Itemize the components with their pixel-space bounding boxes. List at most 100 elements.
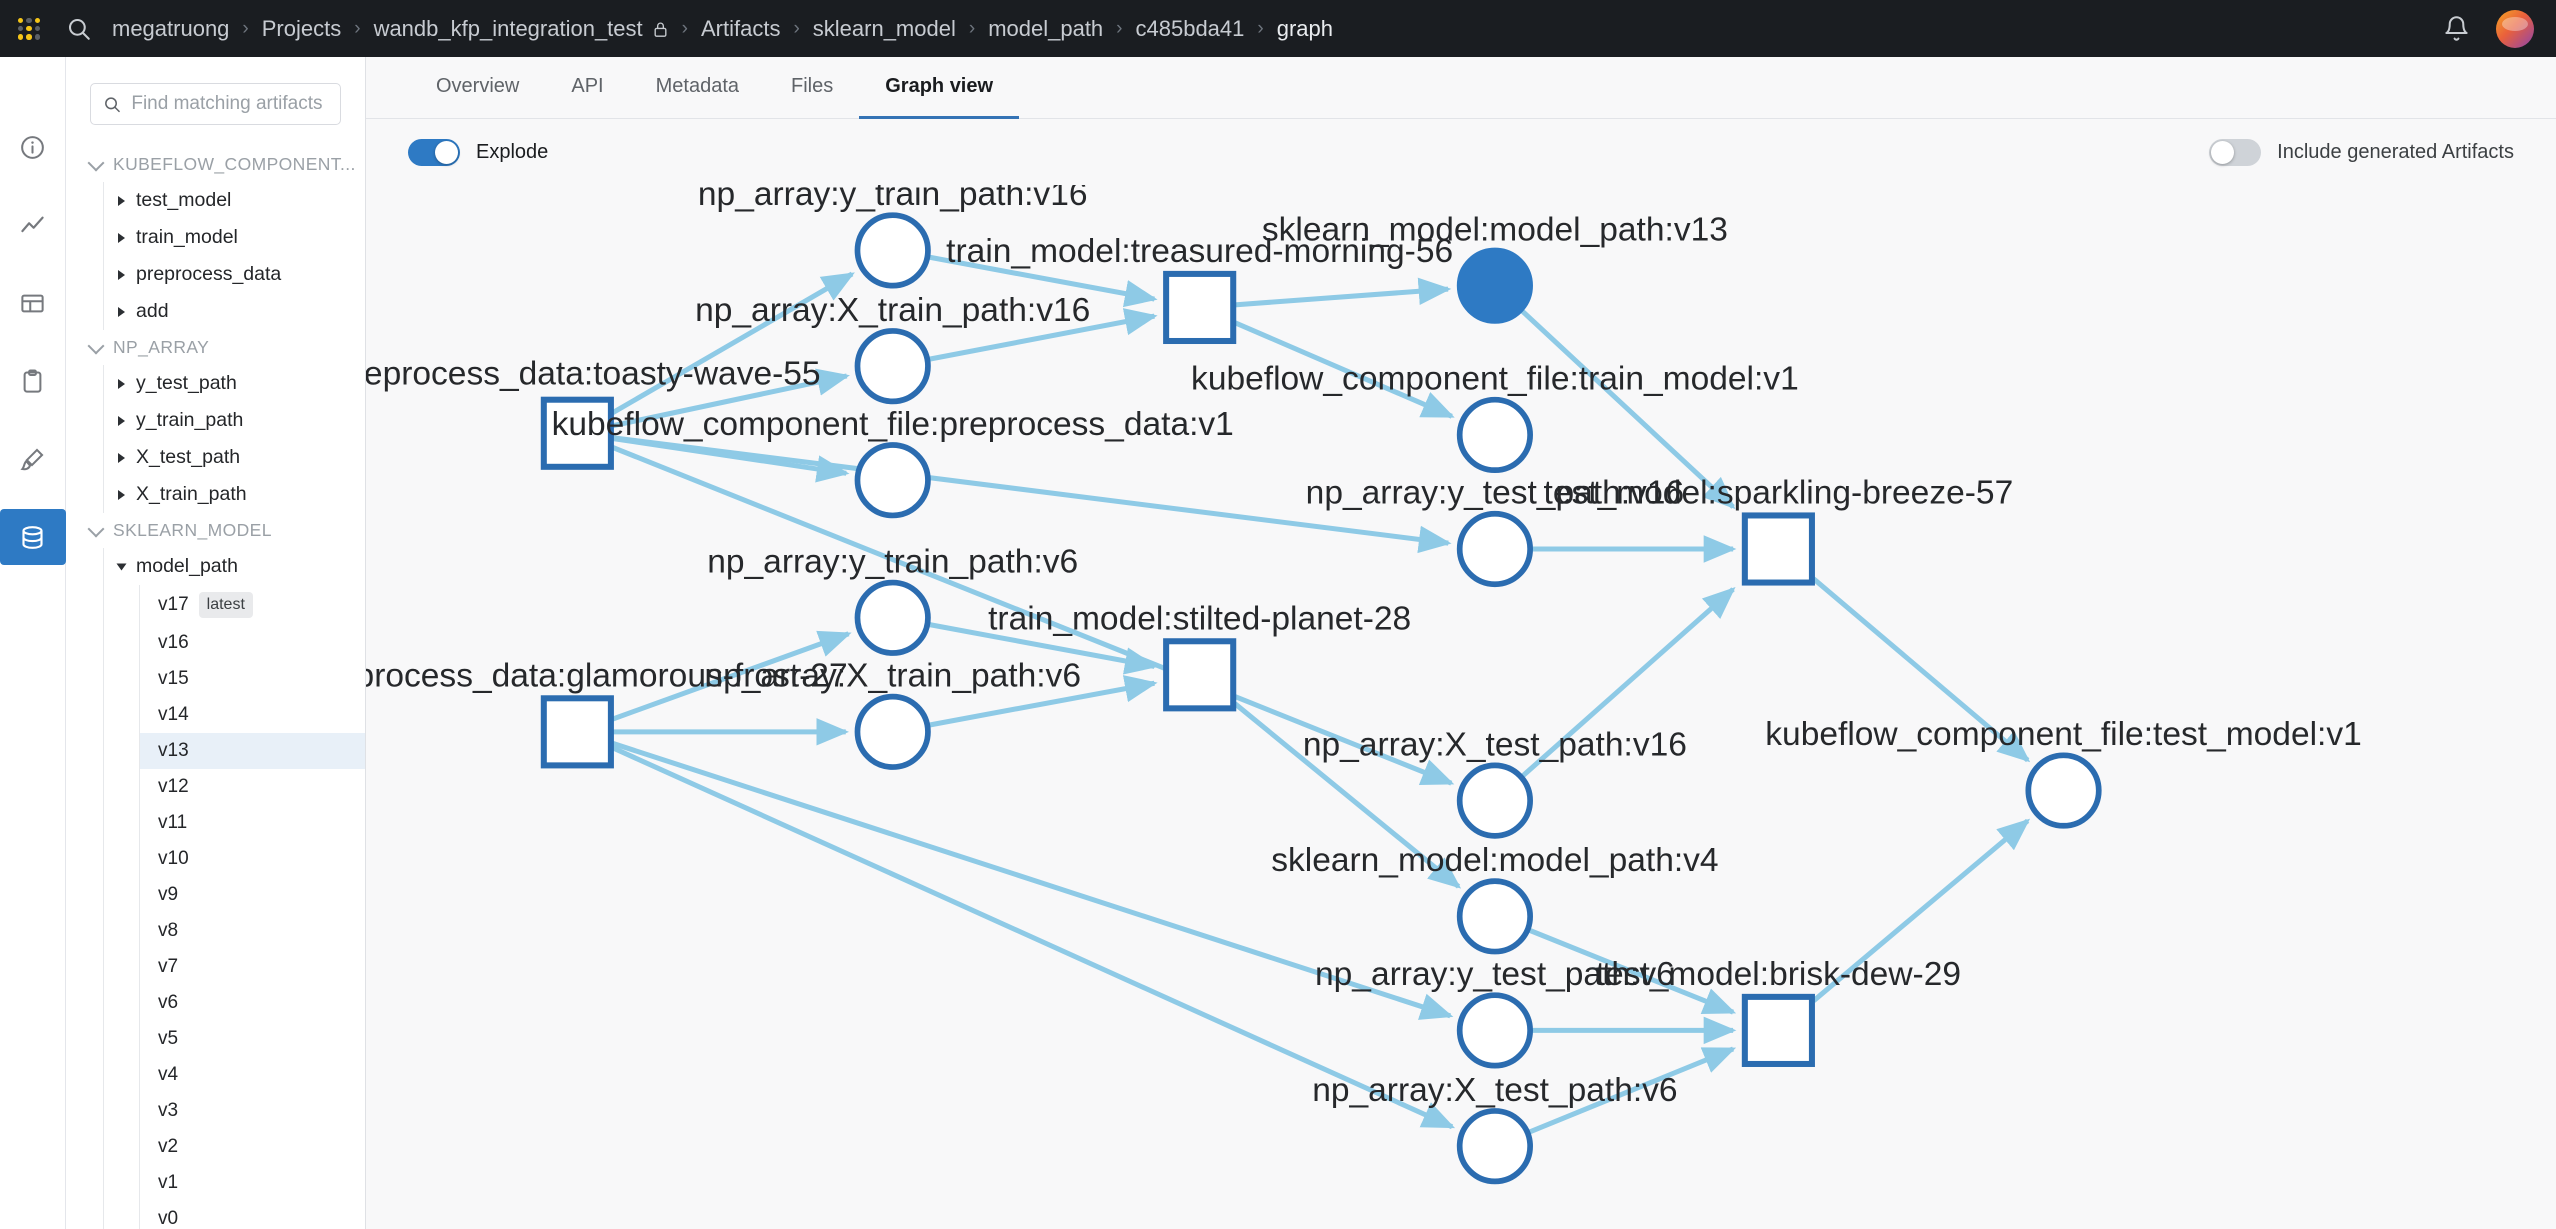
bell-icon[interactable] (2443, 15, 2470, 42)
version-item-v7[interactable]: v7 (140, 949, 365, 985)
tree-group-np-array[interactable]: NP_ARRAY (66, 330, 365, 365)
tree-item-y_test_path[interactable]: y_test_path (104, 365, 365, 402)
version-item-v4[interactable]: v4 (140, 1057, 365, 1093)
graph-node-np-array-y-test-path-v16[interactable] (1456, 510, 1533, 588)
graph-node-train-model-treasured-morning-56[interactable] (1163, 270, 1237, 345)
table-icon[interactable] (0, 281, 66, 325)
search-input[interactable] (131, 93, 328, 115)
tree-item-y_train_path[interactable]: y_train_path (104, 402, 365, 439)
version-label: v16 (158, 631, 189, 653)
graph-node-kubeflow-component-file-train-model-v1[interactable] (1456, 396, 1533, 474)
tree-item-X_train_path[interactable]: X_train_path (104, 476, 365, 513)
clipboard-icon[interactable] (0, 359, 66, 403)
app-body: KUBEFLOW_COMPONENT... test_model train_mod… (0, 57, 2556, 1229)
apps-grid-icon[interactable] (14, 14, 44, 44)
version-item-v11[interactable]: v11 (140, 805, 365, 841)
graph-edge (928, 622, 1158, 675)
explode-toggle-group[interactable]: Explode (408, 138, 548, 166)
breadcrumb-item-megatruong[interactable]: megatruong (112, 15, 230, 41)
version-item-v5[interactable]: v5 (140, 1021, 365, 1057)
tree-item-test_model[interactable]: test_model (104, 182, 365, 219)
version-item-v10[interactable]: v10 (140, 841, 365, 877)
graph-edge (1233, 701, 1462, 889)
caret-icon (118, 306, 125, 317)
caret-icon (118, 489, 125, 500)
search-artifacts-box[interactable] (90, 83, 341, 125)
tree-item-label: test_model (136, 189, 232, 211)
breadcrumb-separator: › (793, 17, 800, 39)
graph-node-np-array-x-test-path-v16[interactable] (1456, 762, 1533, 839)
graph-node-np-array-y-test-path-v6[interactable] (1456, 992, 1533, 1069)
breadcrumb-item-model-path[interactable]: model_path (988, 15, 1104, 41)
tree-group-label: SKLEARN_MODEL (113, 520, 272, 540)
graph-node-sklearn-model-model-path-v13[interactable] (1456, 247, 1533, 324)
breadcrumb-item-sklearn-model[interactable]: sklearn_model (812, 15, 956, 41)
graph-node-np-array-y-train-path-v16[interactable] (854, 212, 931, 289)
graph-node-train-model-stilted-planet-28[interactable] (1163, 638, 1237, 712)
breadcrumb-item-c485bda41[interactable]: c485bda41 (1135, 15, 1245, 41)
breadcrumb-item-projects[interactable]: Projects (261, 15, 342, 41)
include-generated-toggle[interactable] (2209, 138, 2262, 166)
breadcrumb-separator: › (242, 17, 249, 39)
brush-icon[interactable] (0, 437, 66, 481)
graph-node-preprocess-data-toasty-wave-55[interactable] (540, 396, 614, 470)
version-item-v12[interactable]: v12 (140, 769, 365, 805)
artifact-lineage-graph[interactable]: np_array:y_train_path:v16train_model:tre… (366, 185, 2556, 1225)
graph-edge (1520, 308, 1736, 510)
version-item-v15[interactable]: v15 (140, 661, 365, 697)
graph-node-label: np_array:y_test_path:v16 (1306, 475, 1684, 512)
breadcrumb-item-artifacts[interactable]: Artifacts (700, 15, 781, 41)
graph-edge (928, 675, 1158, 728)
version-item-v16[interactable]: v16 (140, 625, 365, 661)
graph-node-np-array-y-train-path-v6[interactable] (854, 579, 931, 656)
tree-group-sklearn-model[interactable]: SKLEARN_MODEL (66, 513, 365, 548)
graph-edge (1528, 1046, 1737, 1135)
version-item-v2[interactable]: v2 (140, 1129, 365, 1165)
search-icon[interactable] (66, 16, 92, 42)
graph-node-np-array-x-train-path-v6[interactable] (854, 693, 931, 770)
version-item-v1[interactable]: v1 (140, 1165, 365, 1201)
graph-node-kubeflow-component-file-preprocess-data-v1[interactable] (854, 442, 931, 519)
version-item-v14[interactable]: v14 (140, 697, 365, 733)
graph-node-test-model-sparkling-breeze-57[interactable] (1741, 512, 1815, 586)
tree-item-preprocess_data[interactable]: preprocess_data (104, 256, 365, 293)
tab-graph-view[interactable]: Graph view (859, 57, 1020, 119)
tree-group-kubeflow-component-[interactable]: KUBEFLOW_COMPONENT... (66, 147, 365, 182)
tree-item-train_model[interactable]: train_model (104, 219, 365, 256)
chart-line-icon[interactable] (0, 203, 66, 247)
tree-item-add[interactable]: add (104, 293, 365, 330)
graph-node-test-model-brisk-dew-29[interactable] (1741, 993, 1815, 1067)
version-label: v0 (158, 1207, 179, 1229)
breadcrumb-item-wandb-kfp-integration-test[interactable]: wandb_kfp_integration_test (374, 16, 669, 42)
version-item-v13[interactable]: v13 (140, 732, 365, 769)
graph-node-kubeflow-component-file-test-model-v1[interactable] (2025, 752, 2102, 829)
graph-node-np-array-x-train-path-v16[interactable] (854, 328, 931, 405)
tab-api[interactable]: API (571, 75, 604, 97)
version-item-v8[interactable]: v8 (140, 913, 365, 949)
tab-overview[interactable]: Overview (436, 75, 520, 97)
explode-toggle[interactable] (408, 138, 460, 166)
version-item-v9[interactable]: v9 (140, 877, 365, 913)
graph-node-preprocess-data-glamorous-frost-27[interactable] (540, 695, 614, 769)
tab-files[interactable]: Files (791, 75, 834, 97)
tab-metadata[interactable]: Metadata (655, 75, 739, 97)
breadcrumb-item-graph[interactable]: graph (1276, 15, 1333, 41)
tree-item-X_test_path[interactable]: X_test_path (104, 439, 365, 476)
graph-node-np-array-x-test-path-v6[interactable] (1456, 1108, 1533, 1185)
artifact-tree: KUBEFLOW_COMPONENT... test_model train_mod… (66, 147, 365, 1229)
tree-item-model_path[interactable]: model_path (104, 548, 365, 585)
version-item-v0[interactable]: v0 (140, 1201, 365, 1229)
include-generated-toggle-group[interactable]: Include generated Artifacts (2209, 138, 2514, 166)
graph-node-label: np_array:X_test_path:v16 (1303, 726, 1687, 763)
graph-node-sklearn-model-model-path-v4[interactable] (1456, 878, 1533, 955)
info-icon[interactable] (0, 125, 66, 169)
version-item-v3[interactable]: v3 (140, 1093, 365, 1129)
version-item-v6[interactable]: v6 (140, 985, 365, 1021)
left-icon-rail (0, 57, 66, 1229)
avatar[interactable] (2496, 9, 2534, 48)
database-icon[interactable] (0, 509, 66, 565)
